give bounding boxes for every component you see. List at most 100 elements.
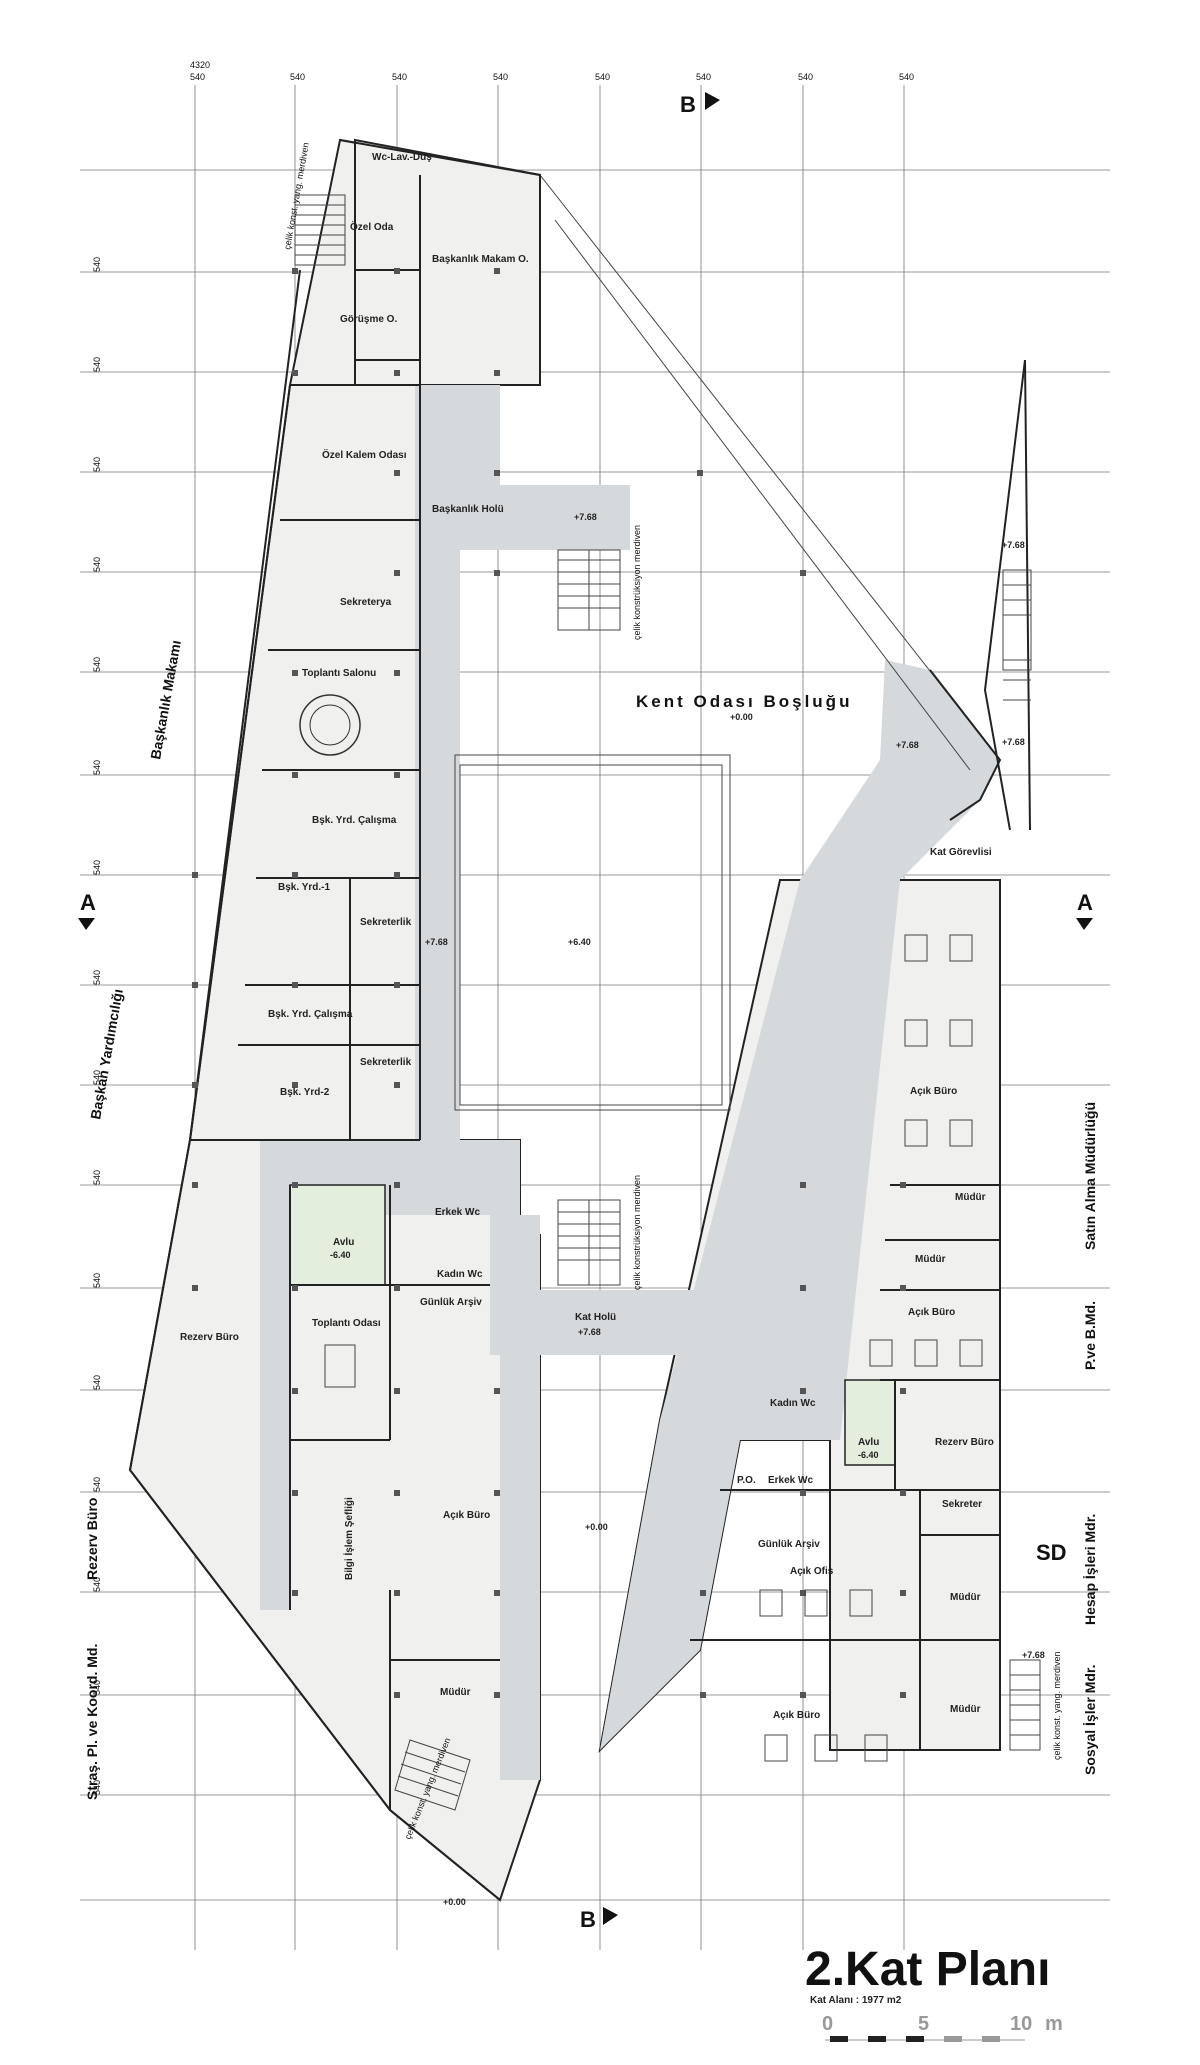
elev-768-mid: +7.68 — [896, 740, 919, 750]
room-sekreter: Sekreter — [942, 1499, 982, 1510]
stair-right-sd — [1009, 1659, 1041, 1751]
room-bsk-yrd-calisma-2: Bşk. Yrd. Çalışma — [268, 1009, 353, 1020]
vertical-corridor-left — [415, 385, 460, 1145]
dim-side-2: 540 — [92, 357, 102, 372]
stair-note-mid-upper: çelik konstrüksiyon merdiven — [632, 525, 642, 640]
room-toplanti-odasi: Toplantı Odası — [312, 1318, 381, 1329]
room-acik-buro-left: Açık Büro — [443, 1510, 490, 1521]
dim-side-8: 540 — [92, 970, 102, 985]
elevation-labels: +7.68 +7.68 +7.68 +7.68 +0.00 +6.40 +7.6… — [330, 512, 1045, 1907]
room-baskanlik-makam: Başkanlık Makam O. — [432, 254, 529, 265]
stair-note-top-left: çelik konst. yang. merdiven — [282, 142, 311, 251]
side-hesap-isleri: Hesap İşleri Mdr. — [1082, 1514, 1098, 1625]
stair-top-left — [294, 194, 346, 266]
room-labels: Wc-Lav.-Duş Özel Oda Başkanlık Makam O. … — [180, 152, 994, 1721]
elev-640: +6.40 — [568, 937, 591, 947]
room-mudur-r4: Müdür — [950, 1704, 981, 1715]
dim-top-4: 540 — [493, 72, 508, 82]
room-ozel-oda: Özel Oda — [350, 220, 394, 233]
title-block: 2.Kat Planı Kat Alanı : 1977 m2 0 5 10 m — [805, 1943, 1063, 2042]
room-bsk-yrd-calisma-1: Bşk. Yrd. Çalışma — [312, 815, 397, 826]
side-baskanlik-makami: Başkanlık Makamı — [147, 639, 184, 761]
room-toplanti-salonu: Toplantı Salonu — [302, 668, 376, 679]
room-kadin-wc-left: Kadın Wc — [437, 1269, 483, 1280]
room-bsk-yrd-2: Bşk. Yrd-2 — [280, 1087, 330, 1098]
elev-000-void: +0.00 — [730, 712, 753, 722]
dim-side-13: 540 — [92, 1477, 102, 1492]
room-kat-holu: Kat Holü — [575, 1312, 616, 1323]
section-b-bottom: B — [580, 1907, 596, 1932]
dim-total: 4320 — [190, 60, 210, 70]
room-ozel-kalem: Özel Kalem Odası — [322, 448, 407, 461]
scale-bar — [825, 2036, 1025, 2042]
dim-top-6: 540 — [696, 72, 711, 82]
stair-note-mid-lower: çelik konstrüksiyon merdiven — [632, 1175, 642, 1290]
room-acik-ofis: Açık Ofis — [790, 1566, 834, 1577]
room-acik-buro-r3: Açık Büro — [773, 1710, 820, 1721]
dim-top-2: 540 — [290, 72, 305, 82]
scale-0: 0 — [822, 2013, 833, 2035]
stair-mid-lower — [557, 1199, 621, 1286]
elev-avlu-left: -6.40 — [330, 1250, 351, 1260]
dim-side-11: 540 — [92, 1273, 102, 1288]
section-b-top-arrow — [705, 92, 720, 110]
atrium-inner — [459, 764, 723, 1106]
plan-area: Kat Alanı : 1977 m2 — [810, 1995, 902, 2006]
room-wc-lav-dus: Wc-Lav.-Duş — [372, 152, 432, 163]
walls — [128, 139, 1031, 1901]
elev-768-left: +7.68 — [425, 937, 448, 947]
avlu-left-area — [289, 1184, 386, 1286]
room-acik-buro-r1: Açık Büro — [910, 1086, 957, 1097]
side-baskan-yardimciligi: Başkan Yardımcılığı — [87, 988, 126, 1121]
room-mudur-r1: Müdür — [955, 1192, 986, 1203]
room-kadin-wc-right: Kadın Wc — [770, 1398, 816, 1409]
dim-side-5: 540 — [92, 657, 102, 672]
dim-side-12: 540 — [92, 1375, 102, 1390]
dim-top-7: 540 — [798, 72, 813, 82]
room-kat-gorevlisi: Kat Görevlisi — [930, 847, 992, 858]
stair-right-upper — [1002, 569, 1032, 701]
elev-768-top: +7.68 — [574, 512, 597, 522]
section-b-top: B — [680, 92, 696, 117]
room-bilgi-islem: Bilgi İşlem Şefliği — [342, 1497, 355, 1580]
dim-top-8: 540 — [899, 72, 914, 82]
circulation — [260, 385, 1000, 1780]
atrium — [454, 174, 1001, 1111]
room-mudur-r3: Müdür — [950, 1592, 981, 1603]
desks-right — [759, 934, 983, 1762]
room-sekreterlik-1: Sekreterlik — [360, 917, 412, 928]
room-mudur-r2: Müdür — [915, 1254, 946, 1265]
dim-side-1: 540 — [92, 257, 102, 272]
side-p-ve-bmd: P.ve B.Md. — [1082, 1301, 1098, 1370]
room-sekreterya: Sekreterya — [340, 597, 392, 608]
room-avlu-left: Avlu — [333, 1237, 354, 1248]
room-mudur-left: Müdür — [440, 1687, 471, 1698]
room-gunluk-arsiv-left: Günlük Arşiv — [420, 1297, 482, 1308]
section-a-left: A — [80, 890, 96, 915]
room-avlu-right: Avlu — [858, 1437, 879, 1448]
elev-768-right2: +7.68 — [1002, 737, 1025, 747]
stair-mid-upper — [557, 549, 621, 631]
kat-holu-corridor — [260, 1140, 740, 1780]
elev-000-bottom: +0.00 — [443, 1897, 466, 1907]
stair-bottom-left — [394, 1739, 471, 1811]
dim-side-3: 540 — [92, 457, 102, 472]
room-baskanlik-holu: Başkanlık Holü — [432, 504, 504, 515]
room-gunluk-arsiv-right: Günlük Arşiv — [758, 1539, 820, 1550]
meeting-table — [324, 1344, 356, 1388]
left-spine-corridor — [260, 1140, 290, 1610]
section-markers: B B A A SD — [78, 92, 1093, 1932]
room-rezerv-buro-left: Rezerv Büro — [180, 1332, 239, 1343]
avlu-right-area — [844, 1379, 896, 1466]
room-rezerv-buro-right: Rezerv Büro — [935, 1437, 994, 1448]
room-erkek-wc-left: Erkek Wc — [435, 1207, 480, 1218]
roof-edge-line-2 — [554, 219, 971, 771]
section-a-right: A — [1077, 890, 1093, 915]
dim-side-7: 540 — [92, 860, 102, 875]
room-po: P.O. — [737, 1475, 756, 1486]
stair-note-right-sd: çelik konst. yang. merdiven — [1052, 1651, 1062, 1760]
dim-side-16: 540 — [92, 1780, 102, 1795]
section-b-bottom-arrow — [603, 1907, 618, 1925]
dim-top-5: 540 — [595, 72, 610, 82]
room-gorusme: Görüşme O. — [340, 314, 397, 325]
